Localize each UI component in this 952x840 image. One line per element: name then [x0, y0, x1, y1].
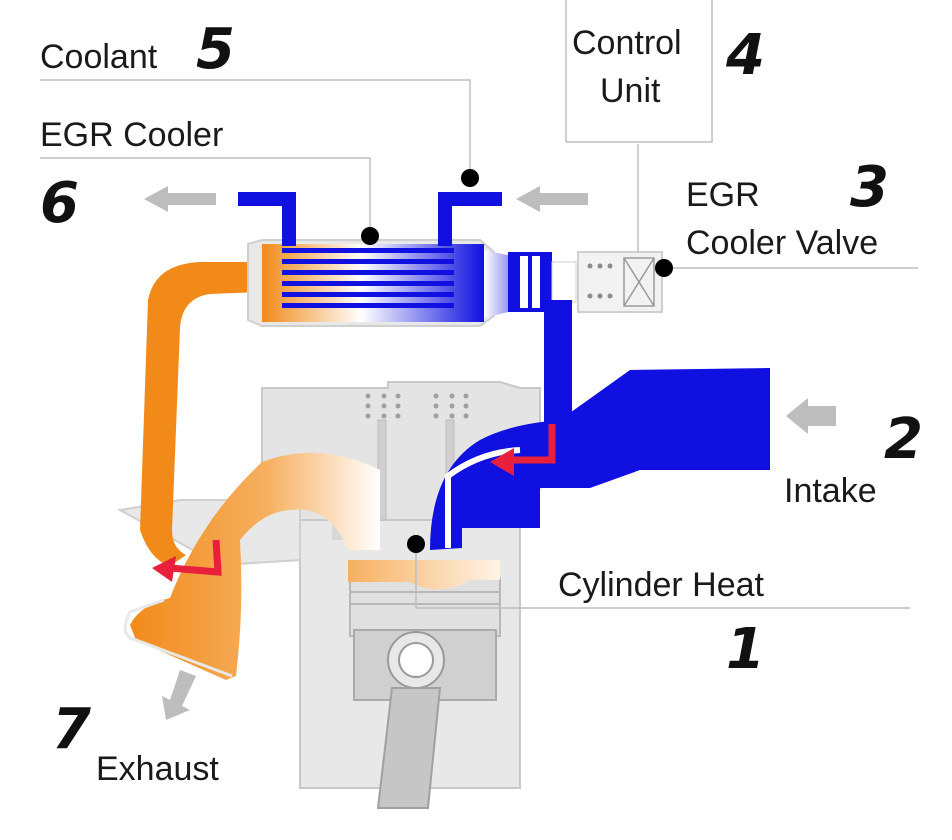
- egr-valve-number: 3: [850, 155, 889, 220]
- exhaust-red-arrow: [169, 539, 222, 576]
- exhaust-gray-arrow: [162, 670, 196, 720]
- combustion-chamber: [348, 560, 500, 590]
- control-unit-number: 4: [725, 23, 765, 88]
- egr-feed-pipe: [544, 300, 572, 430]
- intake-red-arrow: [508, 424, 556, 464]
- piston: [349, 577, 501, 809]
- control-unit-label-line1: Control: [572, 24, 682, 62]
- exhaust-manifold: [123, 452, 380, 680]
- cooler-tubes: [282, 248, 454, 308]
- leader-lines: [40, 0, 918, 609]
- exhaust-red-arrowhead: [152, 556, 176, 582]
- intake-manifold: [430, 368, 770, 550]
- exhaust-number: 7: [52, 697, 91, 762]
- intake-gray-arrow: [786, 398, 836, 434]
- egr-cooler-dot: [361, 227, 379, 245]
- intake-number: 2: [884, 407, 923, 472]
- egr-cooler-number: 6: [40, 171, 79, 236]
- egr-valve: [508, 251, 663, 313]
- egr-return-pipe: [140, 262, 262, 566]
- coolant-number: 5: [196, 17, 235, 82]
- intake-label: Intake: [784, 472, 877, 510]
- egr-cooler-body: [238, 192, 540, 327]
- coolant-label: Coolant: [40, 38, 158, 76]
- leader-dots: [361, 169, 673, 553]
- coolant-dot: [461, 169, 479, 187]
- cylinder-heat-label: Cylinder Heat: [558, 566, 765, 604]
- egr-cooler-label: EGR Cooler: [40, 116, 223, 154]
- intake-red-arrowhead: [490, 448, 514, 476]
- egr-valve-dot: [655, 259, 673, 277]
- egr-valve-label-line2: Cooler Valve: [686, 224, 878, 262]
- exhaust-label: Exhaust: [96, 750, 219, 788]
- cylinder-heat-number: 1: [726, 617, 765, 682]
- control-unit-label-line2: Unit: [600, 72, 661, 110]
- coolant-out-arrow: [144, 186, 216, 212]
- coolant-in-arrow: [516, 186, 588, 212]
- egr-valve-label-line1: EGR: [686, 176, 760, 214]
- cylinder-heat-dot: [407, 535, 425, 553]
